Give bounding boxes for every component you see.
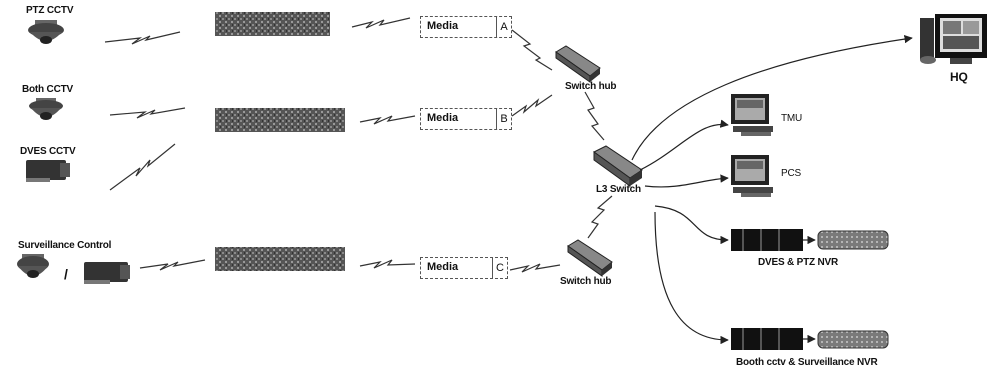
booth-surveillance-nvr-icon: [731, 328, 889, 350]
box-camera-icon: [26, 160, 70, 182]
media-letter: A: [496, 17, 511, 37]
dves-cctv-label: DVES CCTV: [20, 146, 76, 157]
media-box-b: Media B: [420, 108, 512, 130]
transmitter-b-icon: [215, 108, 345, 132]
switch-hub-top-icon: [555, 45, 601, 83]
tmu-computer-icon: [731, 94, 773, 136]
l3-switch-label: L3 Switch: [596, 184, 641, 195]
ptz-camera-icon: [28, 20, 64, 44]
media-label: Media: [427, 20, 459, 32]
surveillance-control-label: Surveillance Control: [18, 240, 112, 251]
dves-ptz-nvr-label: DVES & PTZ NVR: [758, 257, 838, 268]
ptz-cctv-label: PTZ CCTV: [26, 5, 74, 16]
surveillance-box-camera-icon: [84, 262, 130, 284]
media-letter: B: [496, 109, 511, 129]
wireless-link-icon: [104, 31, 206, 271]
connection-arrow: [631, 34, 913, 345]
switch-hub-bottom-icon: [567, 239, 613, 277]
both-cctv-label: Both CCTV: [22, 84, 73, 95]
dome-camera-icon: [29, 98, 63, 120]
hq-label: HQ: [950, 70, 968, 84]
tmu-label: TMU: [781, 113, 803, 124]
dves-ptz-nvr-icon: [731, 229, 889, 251]
booth-surveillance-nvr-label: Booth cctv & Surveillance NVR: [736, 357, 878, 368]
media-label: Media: [427, 112, 459, 124]
l3-switch-icon: [593, 145, 643, 187]
slash-separator: /: [64, 266, 68, 282]
switch-hub-top-label: Switch hub: [565, 81, 617, 92]
transmitter-c-icon: [215, 247, 345, 271]
transmitter-a-icon: [215, 12, 330, 36]
media-label: Media: [427, 261, 459, 273]
hq-workstation-icon: [920, 14, 987, 64]
media-box-c: Media C: [420, 257, 508, 279]
switch-hub-bottom-label: Switch hub: [560, 276, 612, 287]
media-letter: C: [492, 258, 507, 278]
surveillance-dome-camera-icon: [17, 254, 49, 278]
pcs-computer-icon: [731, 155, 773, 197]
media-box-a: Media A: [420, 16, 512, 38]
wireless-link-icon: [509, 29, 613, 273]
pcs-label: PCS: [781, 168, 801, 179]
wireless-link-icon: [351, 17, 416, 269]
